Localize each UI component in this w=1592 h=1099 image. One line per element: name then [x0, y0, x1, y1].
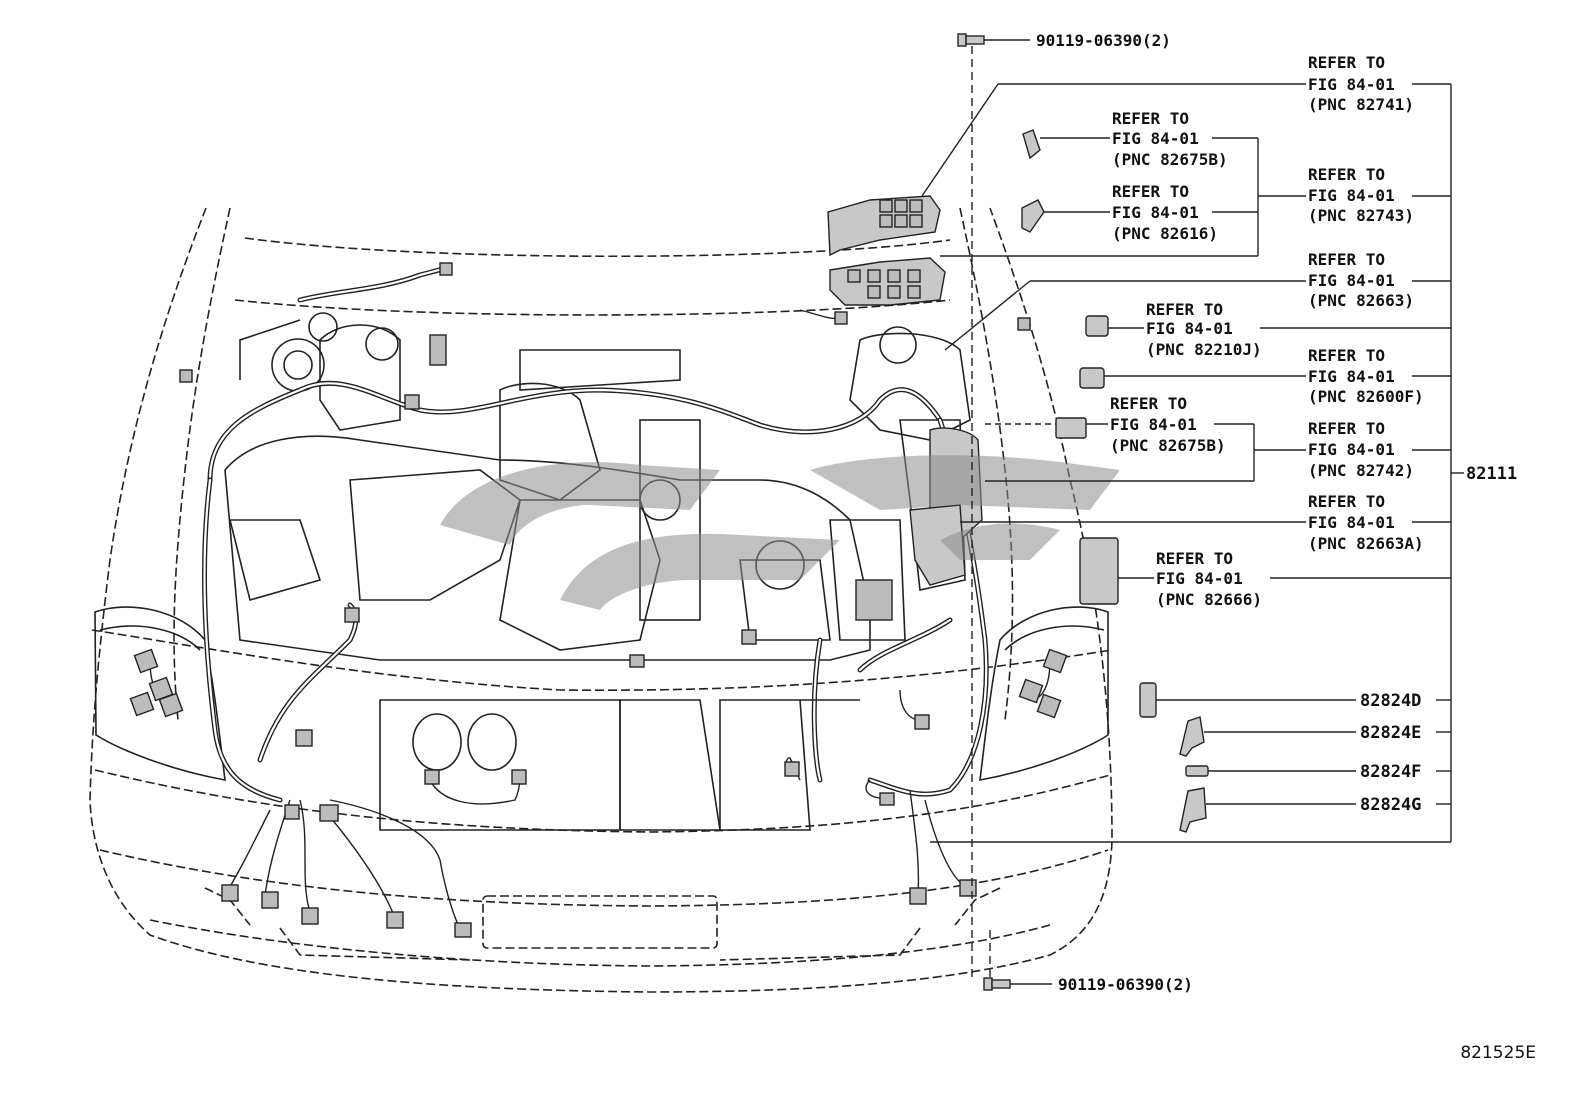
callout-82742: REFER TO FIG 84-01 (PNC 82742)	[1308, 419, 1414, 480]
callout-82210j: REFER TO FIG 84-01 (PNC 82210J)	[1146, 300, 1262, 359]
figure-number: 821525E	[1460, 1043, 1536, 1063]
svg-text:FIG 84-01: FIG 84-01	[1308, 440, 1395, 459]
svg-text:(PNC 82210J): (PNC 82210J)	[1146, 340, 1262, 359]
svg-text:REFER TO: REFER TO	[1112, 109, 1189, 128]
bolt-bottom-label: 90119-06390(2)	[1058, 975, 1193, 994]
svg-text:(PNC 82663A): (PNC 82663A)	[1308, 534, 1424, 553]
svg-text:REFER TO: REFER TO	[1110, 394, 1187, 413]
svg-text:REFER TO: REFER TO	[1308, 419, 1385, 438]
svg-text:REFER TO: REFER TO	[1112, 182, 1189, 201]
svg-text:FIG 84-01: FIG 84-01	[1110, 415, 1197, 434]
callout-82675b-top: REFER TO FIG 84-01 (PNC 82675B)	[1112, 109, 1228, 169]
part-number-82824d: 82824D	[1360, 691, 1421, 711]
leader-lines	[800, 83, 1464, 843]
svg-text:(PNC 82663): (PNC 82663)	[1308, 291, 1414, 310]
callout-82663a: REFER TO FIG 84-01 (PNC 82663A)	[1308, 492, 1424, 553]
svg-text:(PNC 82666): (PNC 82666)	[1156, 590, 1262, 609]
svg-text:FIG 84-01: FIG 84-01	[1112, 203, 1199, 222]
svg-text:FIG 84-01: FIG 84-01	[1112, 129, 1199, 148]
callout-82600f: REFER TO FIG 84-01 (PNC 82600F)	[1308, 346, 1424, 406]
bolt-bottom	[983, 930, 1052, 991]
svg-text:FIG 84-01: FIG 84-01	[1308, 186, 1395, 205]
relay-blocks	[827, 195, 946, 306]
watermark	[440, 455, 1120, 610]
svg-text:(PNC 82743): (PNC 82743)	[1308, 206, 1414, 225]
wire-harness	[202, 265, 989, 803]
svg-text:FIG 84-01: FIG 84-01	[1308, 367, 1395, 386]
svg-text:REFER TO: REFER TO	[1308, 165, 1385, 184]
bolt-top-label: 90119-06390(2)	[1036, 31, 1171, 50]
svg-text:(PNC 82600F): (PNC 82600F)	[1308, 387, 1424, 406]
callout-82663: REFER TO FIG 84-01 (PNC 82663)	[1308, 250, 1414, 310]
connectors	[129, 262, 1068, 938]
callout-82741: REFER TO FIG 84-01 (PNC 82741)	[1308, 53, 1414, 114]
callout-82675b-mid: REFER TO FIG 84-01 (PNC 82675B)	[1110, 394, 1226, 455]
svg-text:FIG 84-01: FIG 84-01	[1308, 75, 1395, 94]
part-number-82824f: 82824F	[1360, 762, 1421, 782]
svg-text:(PNC 82741): (PNC 82741)	[1308, 95, 1414, 114]
svg-text:FIG 84-01: FIG 84-01	[1146, 319, 1233, 338]
bolt-top	[957, 33, 1030, 980]
part-number-82824e: 82824E	[1360, 723, 1421, 743]
svg-text:REFER TO: REFER TO	[1146, 300, 1223, 319]
svg-text:REFER TO: REFER TO	[1308, 492, 1385, 511]
svg-text:REFER TO: REFER TO	[1308, 346, 1385, 365]
svg-text:(PNC 82742): (PNC 82742)	[1308, 461, 1414, 480]
svg-text:(PNC 82616): (PNC 82616)	[1112, 224, 1218, 243]
svg-text:REFER TO: REFER TO	[1308, 250, 1385, 269]
svg-text:FIG 84-01: FIG 84-01	[1308, 271, 1395, 290]
callout-82666: REFER TO FIG 84-01 (PNC 82666)	[1156, 549, 1262, 609]
branch-wires	[149, 309, 1051, 929]
svg-text:REFER TO: REFER TO	[1308, 53, 1385, 72]
svg-text:(PNC 82675B): (PNC 82675B)	[1112, 150, 1228, 169]
reference-parts	[1021, 129, 1209, 833]
svg-text:REFER TO: REFER TO	[1156, 549, 1233, 568]
part-number-82824g: 82824G	[1360, 795, 1421, 815]
svg-text:FIG 84-01: FIG 84-01	[1308, 513, 1395, 532]
svg-text:FIG 84-01: FIG 84-01	[1156, 569, 1243, 588]
svg-text:(PNC 82675B): (PNC 82675B)	[1110, 436, 1226, 455]
headlamp-right	[979, 606, 1109, 781]
headlamp-left	[94, 606, 226, 781]
part-number-82111: 82111	[1466, 464, 1517, 484]
callout-82616: REFER TO FIG 84-01 (PNC 82616)	[1112, 182, 1218, 243]
callout-82743: REFER TO FIG 84-01 (PNC 82743)	[1308, 165, 1414, 225]
